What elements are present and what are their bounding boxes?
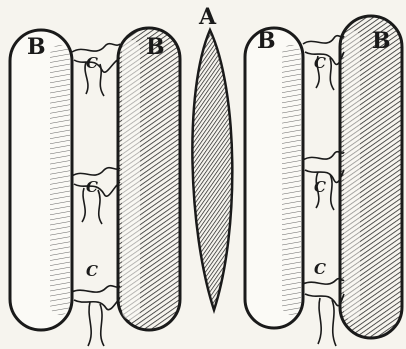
left-cylinder-inner xyxy=(118,28,180,330)
central-spindle xyxy=(192,30,232,310)
right-cylinder-outer xyxy=(340,16,402,338)
left-connecting-fibers xyxy=(72,44,120,346)
right-connecting-fibers xyxy=(303,36,344,346)
right-cylinder-inner xyxy=(245,28,303,328)
left-cylinder-outer xyxy=(10,30,72,330)
